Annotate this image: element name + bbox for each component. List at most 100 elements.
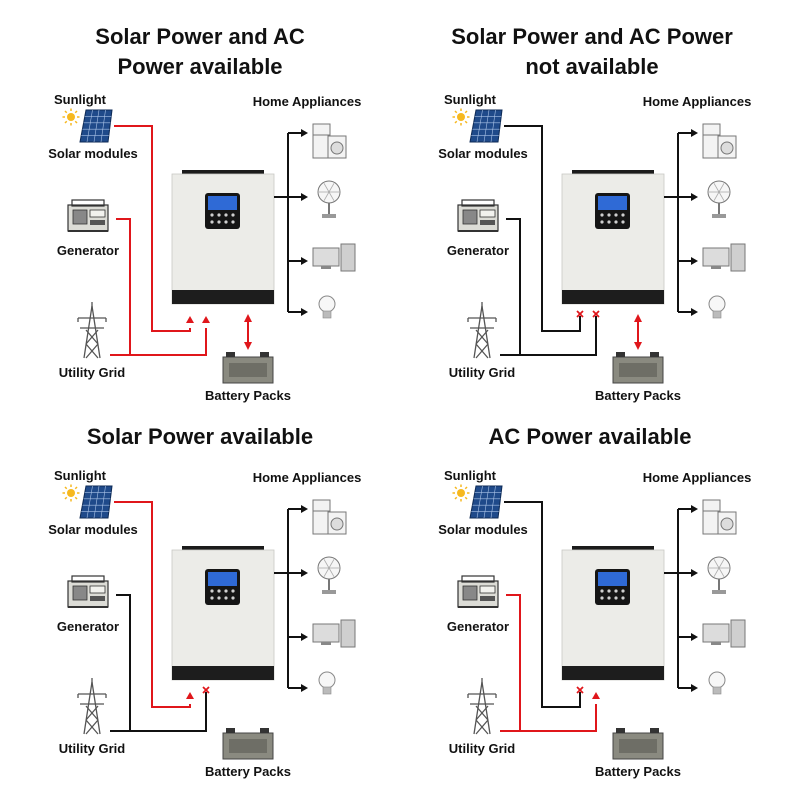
sunlight-label: Sunlight — [444, 468, 496, 483]
scenario-title: AC Power available — [488, 424, 692, 449]
fridge-washer-icon — [312, 123, 347, 159]
home-appliances-label: Home Appliances — [642, 470, 752, 485]
solar-input-wire — [114, 125, 191, 332]
computer-icon — [702, 243, 746, 272]
home-appliances-label: Home Appliances — [642, 94, 752, 109]
system-diagram — [62, 484, 356, 760]
battery-packs-label: Battery Packs — [595, 764, 681, 779]
transmission-tower-icon — [467, 678, 497, 735]
utility-grid-label: Utility Grid — [448, 741, 516, 756]
solar-panel-icon — [469, 109, 503, 143]
solar-input-wire — [114, 501, 191, 708]
utility-grid-label: Utility Grid — [58, 741, 126, 756]
fridge-washer-icon — [312, 499, 347, 535]
arrow-right-icon — [691, 569, 698, 577]
arrow-up-icon — [202, 316, 210, 323]
transmission-tower-icon — [77, 302, 107, 359]
battery-link-arrow — [634, 314, 642, 350]
arrow-right-icon — [301, 308, 308, 316]
computer-icon — [312, 243, 356, 272]
sunlight-label: Sunlight — [444, 92, 496, 107]
generator-icon — [457, 199, 499, 232]
arrow-right-icon — [691, 308, 698, 316]
generator-wire — [506, 594, 521, 731]
grid-input-wire — [500, 704, 597, 732]
home-appliances-label: Home Appliances — [252, 470, 362, 485]
battery-pack-icon — [222, 352, 274, 384]
sunlight-label: Sunlight — [54, 92, 106, 107]
generator-wire — [506, 218, 521, 355]
battery-link-arrow — [244, 314, 252, 350]
grid-input-wire — [110, 328, 207, 356]
solar-panel-icon — [469, 485, 503, 519]
arrow-right-icon — [691, 193, 698, 201]
light-bulb-icon — [708, 671, 726, 695]
solar-modules-label: Solar modules — [438, 146, 528, 161]
blocked-x-icon — [576, 310, 584, 318]
battery-packs-label: Battery Packs — [205, 764, 291, 779]
solar-panel-icon — [79, 109, 113, 143]
generator-wire — [116, 218, 131, 355]
generator-icon — [67, 575, 109, 608]
arrow-up-icon — [592, 692, 600, 699]
sun-icon — [452, 108, 470, 126]
blocked-x-icon — [576, 686, 584, 694]
arrow-right-icon — [301, 193, 308, 201]
battery-packs-label: Battery Packs — [595, 388, 681, 403]
inverter — [171, 170, 275, 305]
light-bulb-icon — [708, 295, 726, 319]
scenario-title: Solar Power and AC Power available — [95, 24, 305, 79]
arrow-right-icon — [691, 505, 698, 513]
generator-label: Generator — [446, 619, 510, 634]
scenario-title: Solar Power and AC Power not available — [451, 24, 733, 79]
blocked-x-icon — [592, 310, 600, 318]
inverter — [561, 546, 665, 681]
utility-grid-label: Utility Grid — [448, 365, 516, 380]
arrow-right-icon — [691, 684, 698, 692]
generator-icon — [67, 199, 109, 232]
solar-input-wire — [504, 501, 581, 708]
arrow-right-icon — [691, 633, 698, 641]
arrow-right-icon — [301, 505, 308, 513]
sun-icon — [62, 484, 80, 502]
fan-icon — [707, 556, 731, 594]
battery-packs-label: Battery Packs — [205, 388, 291, 403]
fan-icon — [707, 180, 731, 218]
battery-pack-icon — [612, 352, 664, 384]
inverter — [171, 546, 275, 681]
sunlight-label: Sunlight — [54, 468, 106, 483]
sun-icon — [452, 484, 470, 502]
arrow-right-icon — [301, 569, 308, 577]
blocked-x-icon — [202, 686, 210, 694]
light-bulb-icon — [318, 295, 336, 319]
generator-label: Generator — [56, 619, 120, 634]
arrow-right-icon — [691, 257, 698, 265]
fridge-washer-icon — [702, 499, 737, 535]
home-appliances-label: Home Appliances — [252, 94, 362, 109]
generator-icon — [457, 575, 499, 608]
battery-pack-icon — [222, 728, 274, 760]
scenario-title: Solar Power available — [86, 424, 314, 449]
generator-label: Generator — [56, 243, 120, 258]
arrow-up-icon — [186, 316, 194, 323]
arrow-up-icon — [186, 692, 194, 699]
computer-icon — [702, 619, 746, 648]
system-diagram — [452, 484, 746, 760]
arrow-right-icon — [691, 129, 698, 137]
light-bulb-icon — [318, 671, 336, 695]
fridge-washer-icon — [702, 123, 737, 159]
arrow-right-icon — [301, 684, 308, 692]
solar-input-wire — [504, 125, 581, 332]
generator-label: Generator — [446, 243, 510, 258]
system-diagram — [62, 108, 356, 384]
utility-grid-label: Utility Grid — [58, 365, 126, 380]
arrow-right-icon — [301, 257, 308, 265]
grid-input-wire — [110, 692, 207, 732]
solar-panel-icon — [79, 485, 113, 519]
computer-icon — [312, 619, 356, 648]
generator-wire — [116, 594, 131, 731]
